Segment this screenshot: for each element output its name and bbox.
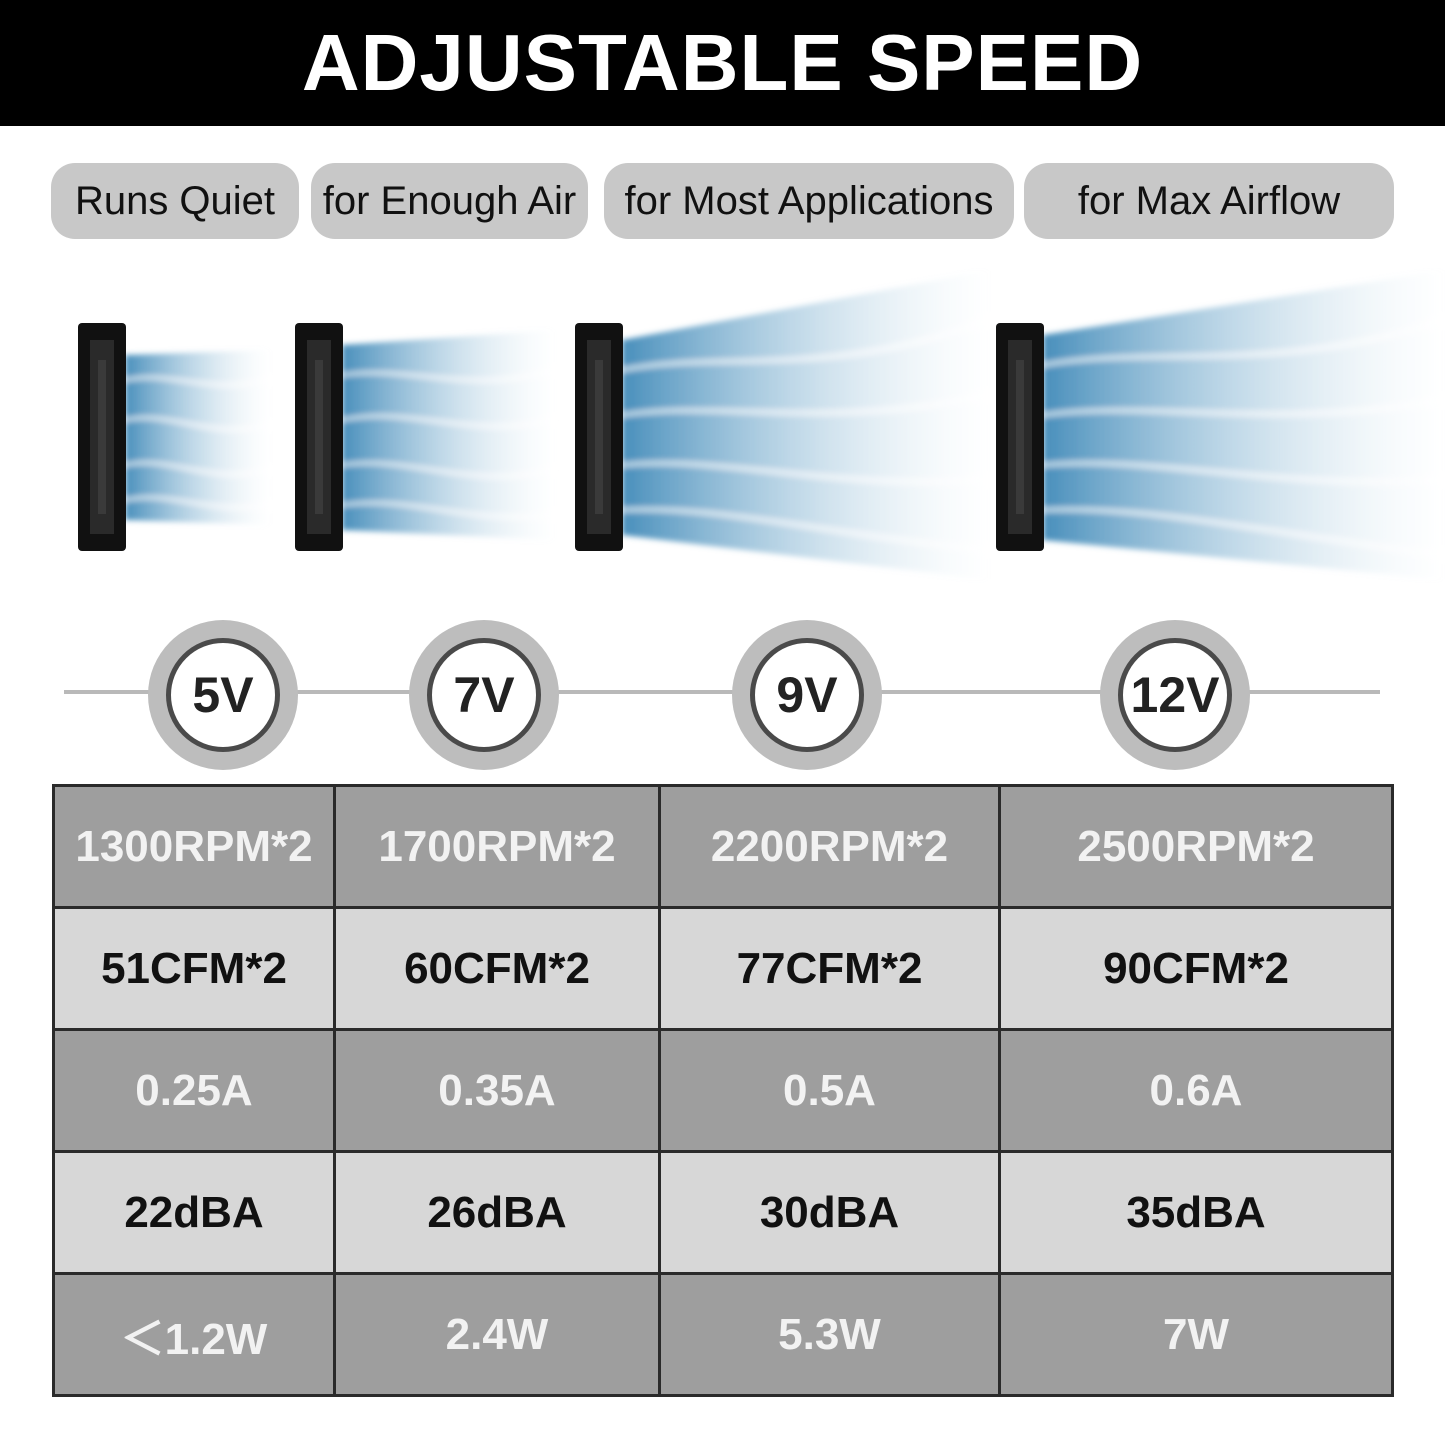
label-runs-quiet: Runs Quiet	[51, 163, 299, 239]
airflow-7v	[341, 330, 555, 540]
table-cell: 60CFM*2	[333, 906, 661, 1031]
voltage-badge-7v: 7V	[409, 620, 559, 770]
label-most-applications: for Most Applications	[604, 163, 1014, 239]
voltage-line	[64, 690, 1380, 694]
table-cell: 51CFM*2	[52, 906, 336, 1031]
fan-icon	[295, 323, 343, 551]
table-cell: 30dBA	[658, 1150, 1001, 1275]
table-cell: 77CFM*2	[658, 906, 1001, 1031]
table-cell: 1700RPM*2	[333, 784, 661, 909]
table-row-noise: 22dBA 26dBA 30dBA 35dBA	[52, 1150, 1394, 1275]
voltage-label: 12V	[1118, 638, 1232, 752]
table-cell: 0.35A	[333, 1028, 661, 1153]
table-cell: 1300RPM*2	[52, 784, 336, 909]
airflow-9v	[621, 270, 990, 580]
page-title: ADJUSTABLE SPEED	[301, 18, 1144, 107]
table-row-current: 0.25A 0.35A 0.5A 0.6A	[52, 1028, 1394, 1153]
table-cell: 22dBA	[52, 1150, 336, 1275]
fan-icon	[78, 323, 126, 551]
table-cell: 0.5A	[658, 1028, 1001, 1153]
table-row-power: ＜1.2W 2.4W 5.3W 7W	[52, 1272, 1394, 1397]
table-cell: 90CFM*2	[998, 906, 1394, 1031]
table-cell: 5.3W	[658, 1272, 1001, 1397]
table-cell: ＜1.2W	[52, 1272, 336, 1397]
voltage-badge-5v: 5V	[148, 620, 298, 770]
fan-icon	[575, 323, 623, 551]
table-cell: 2200RPM*2	[658, 784, 1001, 909]
airflow-12v	[1042, 270, 1445, 580]
voltage-badge-9v: 9V	[732, 620, 882, 770]
label-max-airflow: for Max Airflow	[1024, 163, 1394, 239]
table-cell: 26dBA	[333, 1150, 661, 1275]
airflow-5v	[124, 350, 270, 525]
label-enough-air: for Enough Air	[311, 163, 588, 239]
voltage-badge-12v: 12V	[1100, 620, 1250, 770]
table-cell: 0.6A	[998, 1028, 1394, 1153]
fan-icon	[996, 323, 1044, 551]
fan-airflow-illustration	[78, 270, 1445, 580]
table-cell: 35dBA	[998, 1150, 1394, 1275]
table-row-cfm: 51CFM*2 60CFM*2 77CFM*2 90CFM*2	[52, 906, 1394, 1031]
table-cell: 2.4W	[333, 1272, 661, 1397]
table-cell: 2500RPM*2	[998, 784, 1394, 909]
table-cell: 0.25A	[52, 1028, 336, 1153]
voltage-label: 7V	[427, 638, 541, 752]
table-cell: 7W	[998, 1272, 1394, 1397]
table-row-rpm: 1300RPM*2 1700RPM*2 2200RPM*2 2500RPM*2	[52, 784, 1394, 909]
voltage-label: 9V	[750, 638, 864, 752]
header-bar: ADJUSTABLE SPEED	[0, 0, 1445, 126]
spec-table: 1300RPM*2 1700RPM*2 2200RPM*2 2500RPM*2 …	[52, 784, 1394, 1397]
voltage-label: 5V	[166, 638, 280, 752]
